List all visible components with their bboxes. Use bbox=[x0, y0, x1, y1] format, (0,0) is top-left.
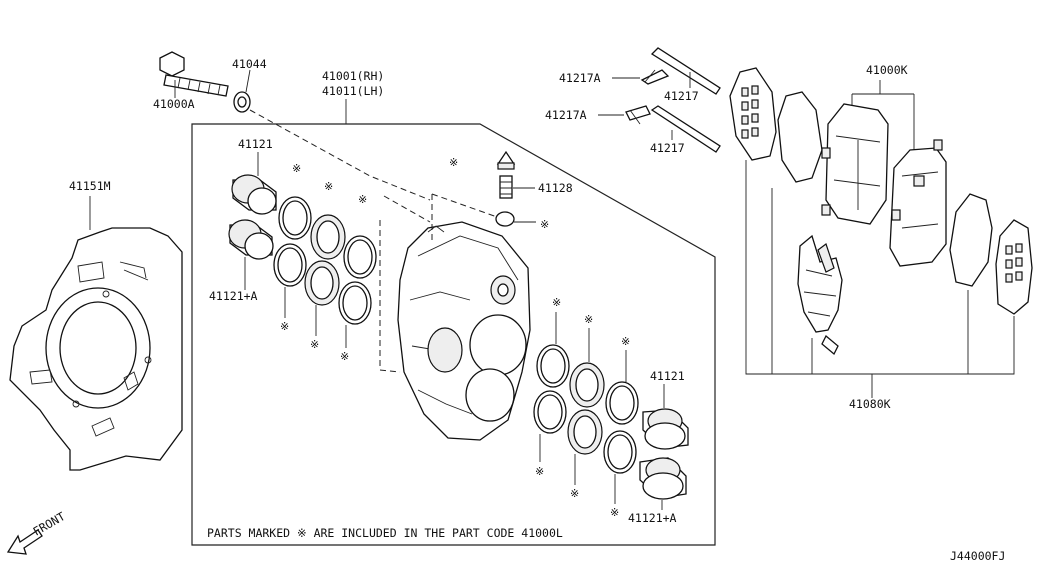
mark-right-6: ※ bbox=[610, 506, 619, 519]
leader-41080k bbox=[745, 160, 1015, 398]
label-41080k: 41080K bbox=[849, 397, 891, 411]
seal-ring-left-4[interactable] bbox=[304, 260, 340, 306]
diagram-code: J44000FJ bbox=[950, 549, 1005, 563]
shim-inner-left[interactable] bbox=[777, 91, 823, 183]
front-arrow-icon bbox=[6, 529, 43, 555]
mark-left-5: ※ bbox=[310, 338, 319, 351]
mark-right-3: ※ bbox=[621, 335, 630, 348]
shim-inner-right[interactable] bbox=[949, 193, 993, 287]
seal-ring-right-3[interactable] bbox=[569, 362, 605, 408]
caliper-center-dash-1 bbox=[379, 220, 401, 373]
label-41151m: 41151M bbox=[69, 179, 111, 193]
seal-ring-right-4[interactable] bbox=[567, 409, 603, 455]
mark-left-4: ※ bbox=[280, 320, 289, 333]
bleeder-seat[interactable] bbox=[495, 211, 515, 227]
pin-41217-lower[interactable] bbox=[650, 105, 721, 153]
mark-left-1: ※ bbox=[292, 162, 301, 175]
mark-bleeder-seat: ※ bbox=[540, 218, 549, 231]
leader-41044 bbox=[245, 69, 251, 93]
mark-bleeder-cap: ※ bbox=[449, 156, 458, 169]
label-41000k: 41000K bbox=[866, 63, 908, 77]
piston-41121a-lower-right[interactable] bbox=[639, 457, 687, 500]
clip-41217a-upper[interactable] bbox=[640, 69, 670, 85]
label-41000a: 41000A bbox=[153, 97, 195, 111]
washer-41044[interactable] bbox=[233, 91, 251, 113]
piston-41121-upper-right[interactable] bbox=[642, 408, 689, 450]
mark-left-6: ※ bbox=[340, 350, 349, 363]
pad-hardware-spring[interactable] bbox=[797, 234, 843, 356]
seal-ring-left-3[interactable] bbox=[310, 214, 346, 260]
seal-ring-right-6[interactable] bbox=[603, 430, 637, 474]
shim-outer-right[interactable] bbox=[995, 219, 1033, 315]
seal-ring-right-5[interactable] bbox=[605, 381, 639, 425]
seal-ring-left-2[interactable] bbox=[273, 243, 307, 287]
front-label: FRONT bbox=[31, 509, 68, 538]
mark-left-2: ※ bbox=[324, 180, 333, 193]
label-41121-upper-right: 41121 bbox=[650, 369, 685, 383]
mark-right-5: ※ bbox=[570, 487, 579, 500]
leader-41000k bbox=[851, 80, 915, 158]
seal-ring-left-5[interactable] bbox=[343, 235, 377, 279]
caliper-center-dash-2 bbox=[383, 195, 431, 223]
caliper-body[interactable] bbox=[397, 221, 531, 441]
caliper-center-dash-3 bbox=[431, 193, 501, 240]
parts-note: PARTS MARKED ※ ARE INCLUDED IN THE PART … bbox=[207, 526, 563, 540]
bleeder-cap[interactable] bbox=[496, 150, 516, 170]
clip-41217a-lower[interactable] bbox=[625, 105, 651, 125]
caliper-assembly-frame bbox=[191, 123, 716, 546]
seal-ring-left-1[interactable] bbox=[278, 196, 312, 240]
label-41044: 41044 bbox=[232, 57, 267, 71]
seal-ring-right-2[interactable] bbox=[533, 390, 567, 434]
mark-right-2: ※ bbox=[584, 313, 593, 326]
label-caliper-lh: 41011(LH) bbox=[322, 84, 384, 98]
brake-pad-right[interactable] bbox=[889, 139, 947, 267]
label-caliper-rh: 41001(RH) bbox=[322, 69, 384, 83]
label-41121-upper-left: 41121 bbox=[238, 137, 273, 151]
baffle-plate-41151m[interactable] bbox=[9, 227, 183, 471]
pin-41217-upper[interactable] bbox=[650, 47, 721, 95]
seal-ring-left-6[interactable] bbox=[338, 281, 372, 325]
label-41217a-lower: 41217A bbox=[545, 108, 587, 122]
shim-outer-left[interactable] bbox=[729, 67, 777, 161]
piston-41121a-lower-left[interactable] bbox=[228, 219, 274, 260]
mark-right-1: ※ bbox=[552, 296, 561, 309]
bleeder-screw-41128[interactable] bbox=[499, 175, 513, 199]
label-41217-upper: 41217 bbox=[664, 89, 699, 103]
label-41128: 41128 bbox=[538, 181, 573, 195]
label-41121a-lower-right: 41121+A bbox=[628, 511, 677, 525]
brake-pad-left[interactable] bbox=[821, 103, 889, 225]
mark-left-3: ※ bbox=[358, 193, 367, 206]
piston-41121-upper-left[interactable] bbox=[231, 174, 277, 215]
label-41217a-upper: 41217A bbox=[559, 71, 601, 85]
bolt-41000a[interactable] bbox=[159, 51, 229, 97]
label-41121a-lower-left: 41121+A bbox=[209, 289, 258, 303]
mark-right-4: ※ bbox=[535, 465, 544, 478]
bolt-axis-dash bbox=[249, 109, 431, 201]
seal-ring-right-1[interactable] bbox=[536, 344, 570, 388]
label-41217-lower: 41217 bbox=[650, 141, 685, 155]
